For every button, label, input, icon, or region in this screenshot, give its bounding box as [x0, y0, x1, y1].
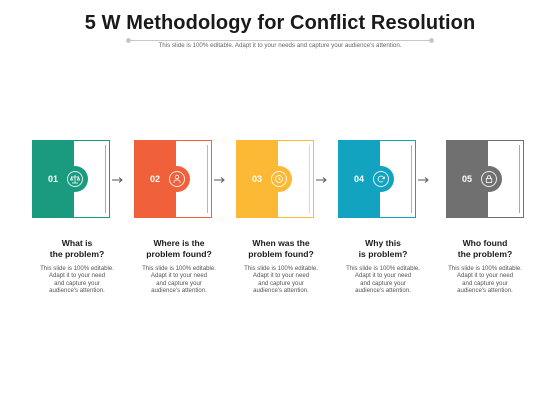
person-icon	[169, 171, 185, 187]
divider-dot-left	[126, 38, 131, 43]
step-5-desc-line-1: This slide is 100% editable.	[448, 265, 522, 272]
step-5-number: 05	[461, 174, 472, 184]
step-5-desc-line-2: Adapt it to your need	[456, 272, 514, 280]
step-2-caption-line-1: Where is the	[153, 238, 205, 248]
clock-icon	[271, 171, 287, 187]
step-3-desc-line-3: and capture your	[258, 279, 304, 287]
step-4-desc-line-3: and capture your	[360, 279, 406, 287]
refresh-icon	[373, 171, 389, 187]
step-5-caption-line-1: Who found	[462, 238, 508, 248]
page-subtitle: This slide is 100% editable. Adapt it to…	[158, 42, 402, 49]
step-5-caption: Who found the problem?	[440, 238, 530, 259]
step-5-caption-line-2: the problem?	[457, 248, 513, 259]
step-2-description: This slide is 100% editable. Adapt it to…	[134, 265, 224, 295]
step-3-caption-line-2: problem found?	[248, 248, 314, 259]
page-title: 5 W Methodology for Conflict Resolution	[84, 12, 476, 34]
step-5-desc-line-3: and capture your	[462, 279, 508, 287]
step-1: 01	[32, 140, 110, 218]
step-4-desc-line-1: This slide is 100% editable.	[346, 265, 420, 272]
step-2-number: 02	[149, 174, 160, 184]
step-1-caption-line-1: What is	[61, 238, 93, 248]
step-4-caption: Why this is problem?	[338, 238, 428, 259]
step-1-desc-line-3: and capture your	[54, 279, 100, 287]
title-divider	[126, 38, 434, 43]
step-3-description: This slide is 100% editable. Adapt it to…	[236, 265, 326, 295]
step-1-caption-line-2: the problem?	[49, 248, 105, 259]
step-1-number: 01	[47, 174, 58, 184]
step-4-caption-line-2: is problem?	[358, 248, 408, 259]
arrow-4	[418, 177, 429, 183]
step-3-desc-line-2: Adapt it to your need	[252, 272, 310, 280]
divider-dot-right	[429, 38, 434, 43]
step-4-desc-line-4: audience's attention.	[355, 287, 411, 295]
step-4-caption-line-1: Why this	[365, 238, 401, 248]
arrow-1	[112, 177, 123, 183]
step-2-caption-line-2: problem found?	[146, 248, 212, 259]
step-2-caption: Where is the problem found?	[134, 238, 224, 259]
arrow-2	[214, 177, 225, 183]
step-1-desc-line-2: Adapt it to your need	[48, 272, 106, 280]
step-3-desc-line-4: audience's attention.	[253, 287, 309, 295]
step-2: 02	[134, 140, 212, 218]
step-5: 05	[446, 140, 524, 218]
arrow-3	[316, 177, 327, 183]
step-5-desc-line-4: audience's attention.	[457, 287, 513, 295]
step-1-desc-line-1: This slide is 100% editable.	[40, 265, 114, 272]
scales-icon	[67, 171, 83, 187]
step-4-description: This slide is 100% editable. Adapt it to…	[338, 265, 428, 295]
step-2-desc-line-2: Adapt it to your need	[150, 272, 208, 280]
step-5-description: This slide is 100% editable. Adapt it to…	[440, 265, 530, 295]
step-3-caption: When was the problem found?	[236, 238, 326, 259]
step-2-desc-line-1: This slide is 100% editable.	[142, 265, 216, 272]
step-3-number: 03	[251, 174, 262, 184]
step-1-desc-line-4: audience's attention.	[49, 287, 105, 295]
step-2-desc-line-4: audience's attention.	[151, 287, 207, 295]
step-4-desc-line-2: Adapt it to your need	[354, 272, 412, 280]
step-4-number: 04	[353, 174, 364, 184]
step-3-desc-line-1: This slide is 100% editable.	[244, 265, 318, 272]
step-3-caption-line-1: When was the	[252, 238, 310, 248]
step-2-desc-line-3: and capture your	[156, 279, 202, 287]
lock-icon	[481, 171, 497, 187]
step-4: 04	[338, 140, 416, 218]
step-1-description: This slide is 100% editable. Adapt it to…	[32, 265, 122, 295]
step-1-caption: What is the problem?	[32, 238, 122, 259]
step-3: 03	[236, 140, 314, 218]
